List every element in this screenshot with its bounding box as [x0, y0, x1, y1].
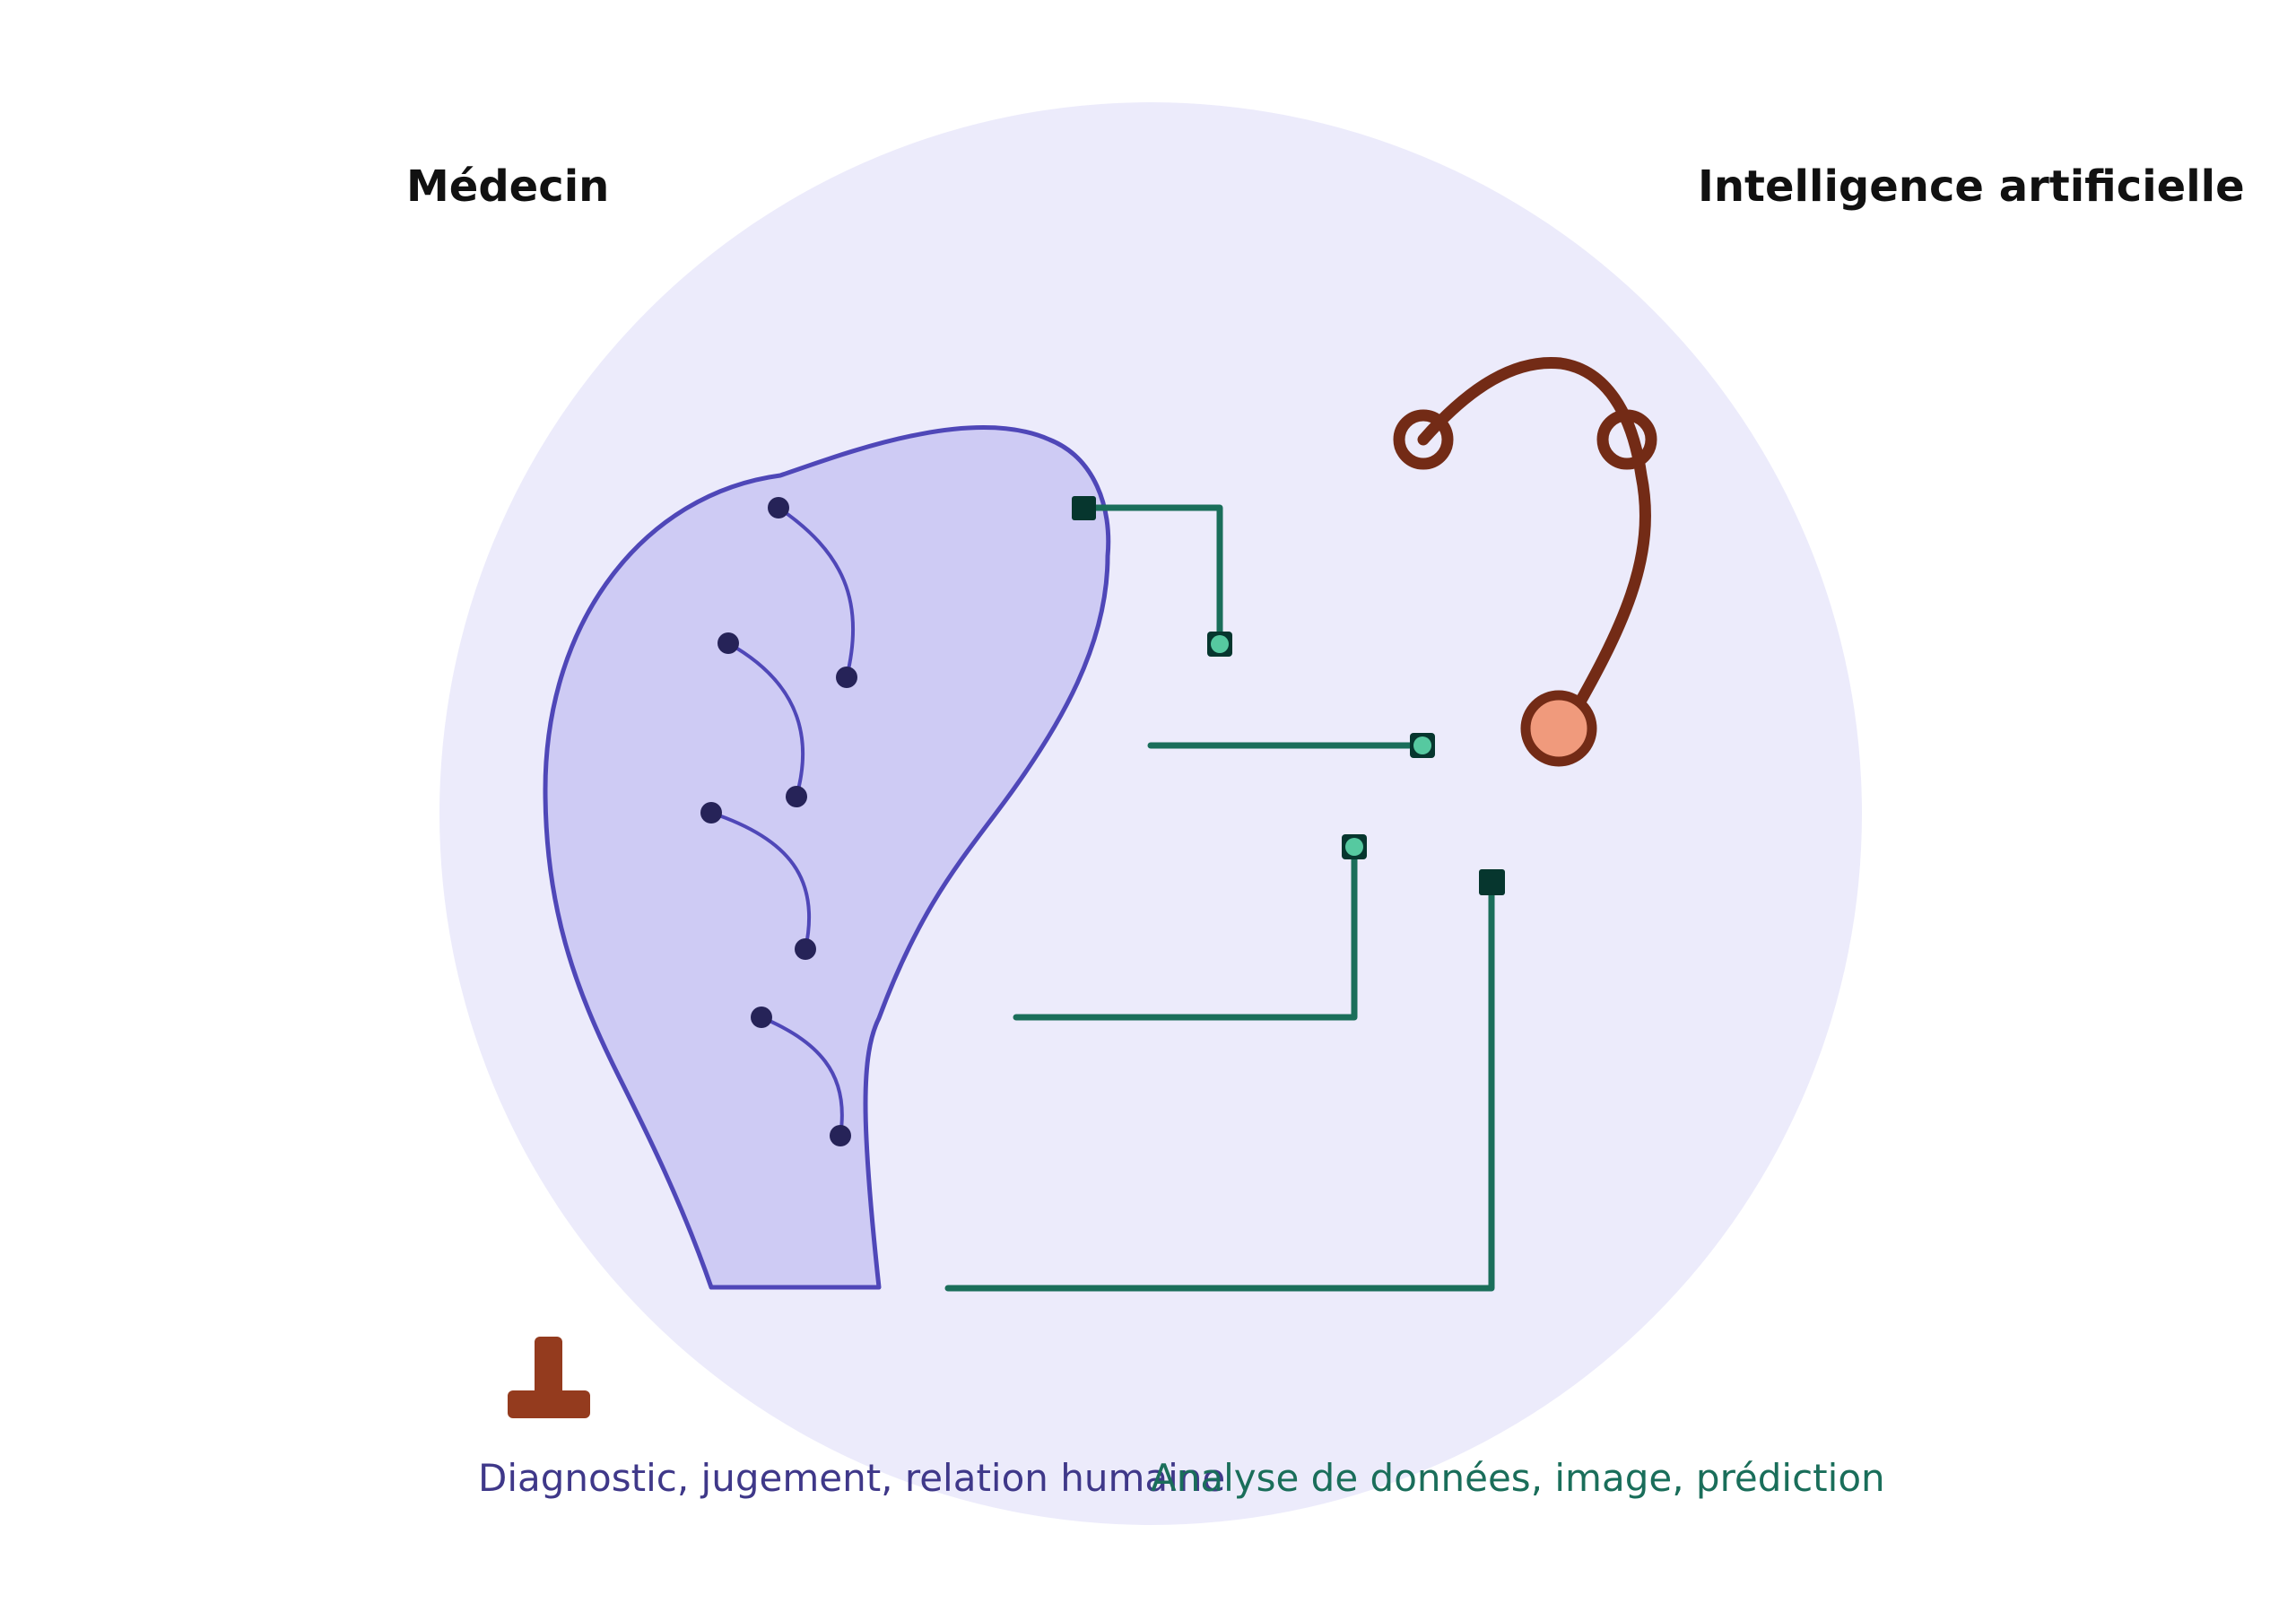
ai-caption: Analyse de données, image, prédiction	[1151, 1456, 1885, 1500]
neural-link-1	[777, 506, 856, 678]
t-stand-icon	[508, 1337, 590, 1418]
neural-link-2	[727, 641, 805, 797]
circuit-trace-4	[944, 878, 1495, 1292]
neural-node	[768, 497, 789, 519]
neural-node	[795, 938, 816, 960]
t-stand-base	[508, 1390, 590, 1418]
circuit-pad-light	[1345, 838, 1363, 856]
circuit-pads	[1072, 496, 1505, 895]
stethoscope-earpiece-left	[1393, 409, 1454, 470]
circuit-pad-light	[1413, 736, 1431, 754]
neural-node	[830, 1125, 851, 1146]
circuit-pad-dark	[1479, 869, 1505, 895]
doctor-title: Médecin	[406, 161, 610, 212]
ai-title: Intelligence artificielle	[1698, 161, 2245, 212]
circuit-trace-3	[1013, 843, 1358, 1021]
neural-node	[700, 802, 722, 824]
neural-node	[751, 1007, 772, 1028]
neural-link-3	[710, 811, 812, 950]
stethoscope-chestpiece	[1520, 690, 1597, 767]
circuit-pad-light	[1211, 635, 1229, 653]
doctor-caption: Diagnostic, jugement, relation humaine	[478, 1456, 1226, 1500]
circuit-trace-icon	[944, 504, 1495, 1292]
t-stand-post	[535, 1337, 562, 1404]
circuit-pad-dark	[1072, 496, 1096, 520]
stethoscope-icon	[1393, 356, 1657, 767]
neural-node	[786, 786, 807, 807]
neural-node	[718, 632, 739, 654]
neural-link-4	[761, 1015, 844, 1137]
neural-node	[836, 667, 857, 688]
neural-connection-icon	[710, 506, 856, 1137]
human-head-profile-icon	[543, 425, 1111, 1290]
neural-nodes	[700, 497, 857, 1146]
stethoscope-earpiece-right	[1596, 409, 1657, 470]
head-outline	[543, 425, 1111, 1290]
circuit-trace-1	[1080, 504, 1223, 648]
